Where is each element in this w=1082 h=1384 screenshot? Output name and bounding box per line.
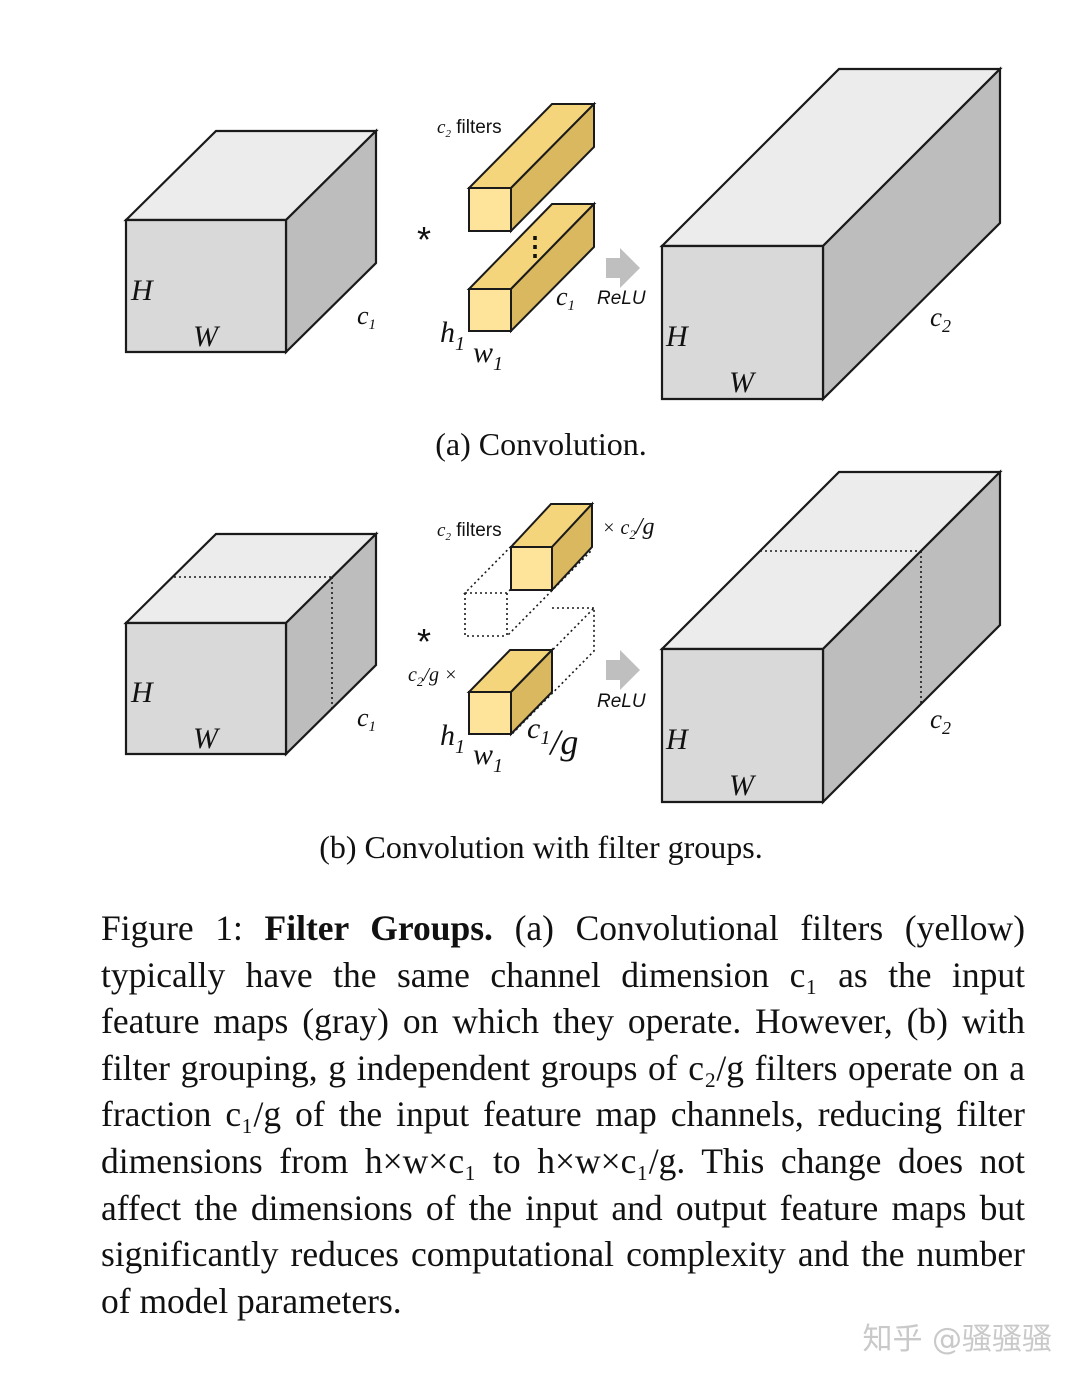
subcaption-a: (a) Convolution. xyxy=(435,426,647,462)
filter-channel-label-b: c1/g xyxy=(527,712,578,762)
relu-arrow-icon-a xyxy=(606,248,640,288)
output-feature-map-b xyxy=(659,469,1003,805)
panel-b: H W c1 * c2 filters × c2/g c2/g × xyxy=(123,469,1003,805)
filter-count-label-a: c2 filters xyxy=(437,117,502,140)
convolution-symbol-b: * xyxy=(417,621,431,662)
output-width-label-a: W xyxy=(729,366,757,399)
output-height-label-a: H xyxy=(665,320,690,353)
output-width-label-b: W xyxy=(729,769,757,802)
figure-diagram: H W c1 * c2 filters ⋮ c1 h1 w1 ReLU H xyxy=(123,66,1003,805)
input-height-label-a: H xyxy=(130,274,155,307)
input-channel-label-b: c1 xyxy=(357,703,376,735)
filter-channel-label-a: c1 xyxy=(556,282,575,314)
filter-width-label-b: w1 xyxy=(473,738,503,777)
output-channel-label-a: c2 xyxy=(930,302,951,336)
filter-count-label-b: c2 filters xyxy=(437,520,502,543)
output-channel-label-b: c2 xyxy=(930,704,951,738)
input-width-label-b: W xyxy=(193,722,221,755)
convolution-symbol-a: * xyxy=(417,219,431,260)
panel-a: H W c1 * c2 filters ⋮ c1 h1 w1 ReLU H xyxy=(123,66,1003,402)
input-height-label-b: H xyxy=(130,676,155,709)
subcaption-b: (b) Convolution with filter groups. xyxy=(319,829,763,865)
filter-group-upper-b xyxy=(508,501,595,593)
filter-height-label-b: h1 xyxy=(440,719,465,758)
input-feature-map-b xyxy=(123,531,379,757)
figure-caption: Figure 1: Filter Groups. (a) Convolution… xyxy=(101,905,1025,1324)
figure-caption-label: Figure 1: xyxy=(101,908,243,948)
input-channel-label-a: c1 xyxy=(357,301,376,333)
filter-group-lower-b xyxy=(466,647,555,737)
relu-label-b: ReLU xyxy=(597,691,646,712)
filter-top-a xyxy=(466,101,597,234)
filter-bottom-a xyxy=(466,201,597,334)
relu-arrow-icon-b xyxy=(606,650,640,690)
filter-vdots-a: ⋮ xyxy=(522,231,548,261)
input-feature-map-a xyxy=(123,128,379,355)
filter-groups-left-label: c2/g × xyxy=(408,664,457,689)
filter-outline-lower-b xyxy=(510,606,595,736)
relu-label-a: ReLU xyxy=(597,288,646,309)
output-feature-map-a xyxy=(659,66,1003,402)
input-width-label-a: W xyxy=(193,320,221,353)
watermark: 知乎 @骚骚骚 xyxy=(862,1322,1052,1357)
figure-caption-title: Filter Groups. xyxy=(264,908,493,948)
figure-caption-body: (a) Convolutional filters (yellow) typic… xyxy=(101,908,1026,1321)
filter-height-label-a: h1 xyxy=(440,316,465,355)
filter-width-label-a: w1 xyxy=(473,336,503,375)
filter-group-multiplier-label: × c2/g xyxy=(602,514,655,542)
output-height-label-b: H xyxy=(665,723,690,756)
